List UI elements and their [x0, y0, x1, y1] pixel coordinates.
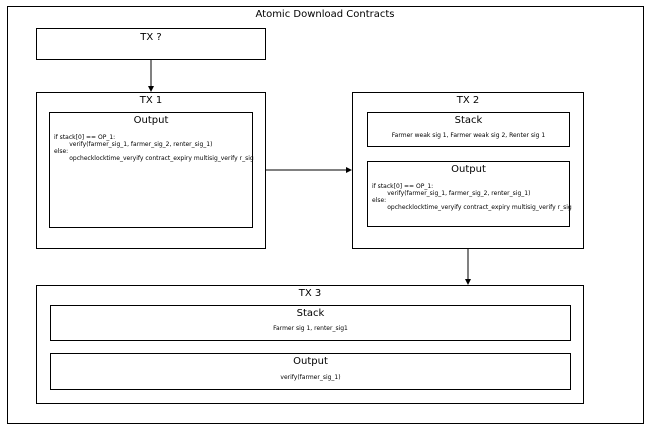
tx1-output-box: Output if stack[0] == OP_1: verify(farme… — [49, 112, 254, 228]
tx2-output-line-3: else: — [372, 197, 387, 204]
tx2-output-line-4: opchecklocktime_veryify contract_expiry … — [372, 204, 572, 211]
tx1-output-line-1: if stack[0] == OP_1: — [54, 134, 116, 141]
tx2-stack-title: Stack — [454, 115, 483, 126]
tx1-output-title: Output — [133, 115, 169, 126]
tx3-output-title: Output — [293, 356, 328, 367]
tx2-output-box: Output if stack[0] == OP_1: verify(farme… — [367, 161, 572, 227]
tx2-title: TX 2 — [456, 95, 480, 106]
tx2-output-line-1: if stack[0] == OP_1: — [372, 183, 434, 190]
tx2-stack-box: Stack Farmer weak sig 1, Farmer weak sig… — [367, 112, 570, 147]
tx2-output-line-2: verify(farmer_sig_1, farmer_sig_2, rente… — [372, 190, 531, 197]
tx3-stack-title: Stack — [296, 308, 325, 319]
tx1-output-line-3: else: — [54, 148, 69, 155]
tx1-output-line-2: verify(farmer_sig_1, farmer_sig_2, rente… — [54, 141, 213, 148]
tx3-output-content: verify(farmer_sig_1) — [280, 374, 341, 381]
tx1-title: TX 1 — [139, 95, 163, 106]
tx3-title: TX 3 — [298, 288, 322, 299]
tx-unknown-box: TX ? — [36, 28, 266, 60]
tx2-stack-content: Farmer weak sig 1, Farmer weak sig 2, Re… — [391, 132, 546, 139]
tx3-box: TX 3 Stack Farmer sig 1, renter_sig1 Out… — [36, 285, 584, 404]
tx3-stack-content: Farmer sig 1, renter_sig1 — [273, 325, 348, 332]
tx3-output-box: Output verify(farmer_sig_1) — [50, 353, 571, 390]
tx-unknown-title: TX ? — [140, 32, 162, 43]
diagram-title: Atomic Download Contracts — [255, 9, 395, 20]
tx2-output-title: Output — [451, 164, 486, 175]
tx3-stack-box: Stack Farmer sig 1, renter_sig1 — [50, 305, 571, 341]
tx2-box: TX 2 Stack Farmer weak sig 1, Farmer wea… — [352, 92, 584, 249]
tx1-output-line-4: opchecklocktime_veryify contract_expiry … — [54, 155, 254, 162]
tx1-box: TX 1 Output if stack[0] == OP_1: verify(… — [36, 92, 266, 249]
